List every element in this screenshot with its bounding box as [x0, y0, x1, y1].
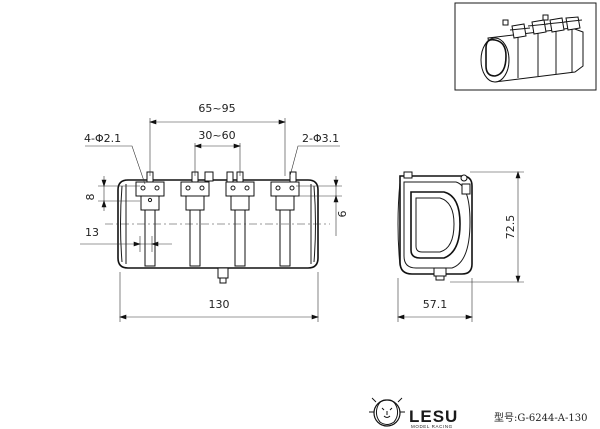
dim-left-height: 8: [84, 194, 97, 201]
clamp-strap-4: [270, 171, 300, 267]
inset-frame: [454, 2, 597, 91]
dim-clamp-spacing: 65~95: [198, 102, 235, 115]
clamp-strap-1: [135, 171, 165, 267]
dim-depth: 57.1: [423, 298, 448, 311]
clamp-strap-3: [225, 171, 255, 267]
side-body: [399, 175, 473, 275]
dim-right-height: 6: [336, 211, 349, 218]
perspective-inset: [454, 2, 597, 91]
side-drain: [433, 267, 447, 277]
front-dimensions: 65~95 30~60 4-Φ2.1 2-Φ3.1 8 13 6 130: [80, 102, 349, 322]
front-view: [105, 171, 330, 284]
dim-left-offset: 13: [85, 226, 99, 239]
dim-total-length: 130: [209, 298, 230, 311]
dim-total-height: 72.5: [504, 215, 517, 240]
dim-hole-left: 4-Φ2.1: [84, 132, 121, 145]
side-dimensions: 72.5 57.1: [397, 171, 524, 322]
side-view: [397, 171, 473, 281]
tank-body: [117, 179, 319, 269]
drain-plug: [217, 267, 229, 279]
lion-head-icon: [369, 397, 405, 427]
model-label: 型号:G-6244-A-130: [494, 411, 587, 424]
brand-name: LESU: [409, 407, 458, 426]
dim-inner-spacing: 30~60: [198, 129, 235, 142]
tank-perspective-view: [480, 14, 584, 83]
clamp-strap-2: [180, 171, 214, 267]
brand-subtitle: MODEL RACING: [411, 424, 453, 429]
brand-block: LESU MODEL RACING 型号:G-6244-A-130: [369, 397, 587, 429]
dim-hole-right: 2-Φ3.1: [302, 132, 339, 145]
